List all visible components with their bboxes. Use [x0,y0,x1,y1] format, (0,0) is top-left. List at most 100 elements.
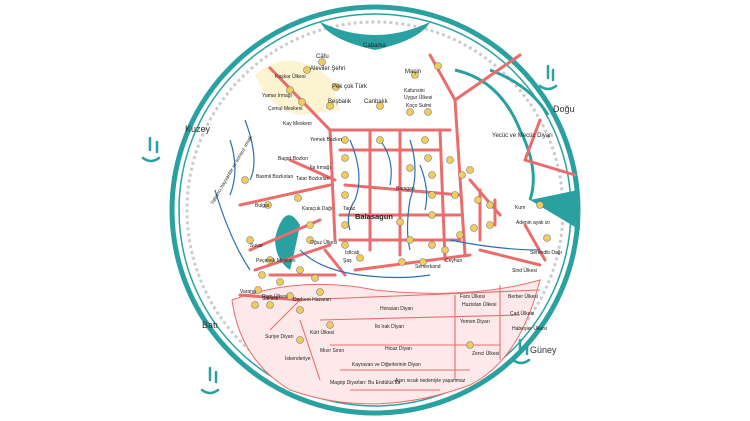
label-misir: Mısır Sınırı [320,348,344,354]
label-yecuc: Yecüc ve Mecüc Diyarı [492,133,553,139]
label-kay: Kay Meskeni [283,121,312,127]
label-kurt: Kürt Ülkesi [310,329,334,336]
direction-east: Doğu [553,104,575,114]
label-bagirt: Bagırt Bozkırı [278,156,308,162]
label-yemen: Yemen Diyarı [460,319,490,325]
city [341,191,349,199]
city [543,234,551,242]
city [258,271,266,279]
city [451,191,459,199]
center-label: Balasagun [355,212,393,221]
label-isficab: İsficab [345,249,360,256]
city [421,136,429,144]
city [296,336,304,344]
city [424,154,432,162]
label-magrip: Magrip Diyarları: Bu Endülüs'tür [330,380,401,386]
label-comul: Çomul Meskeni [268,106,302,112]
city [251,301,259,309]
city [470,224,478,232]
label-pek-cok-turk: Pek çok Türk [332,84,368,90]
city [326,102,334,110]
label-kocosulmi: Koço Sulmi [406,103,431,109]
city [376,136,384,144]
city [298,98,306,106]
cities [241,58,551,349]
label-huzistan: Huzistan Ülkesi [462,301,496,308]
label-oguz-ulkesi: Oğuz Ülkesi [310,239,337,246]
south-sea [231,279,541,405]
label-kayravan: Kayravan ve Diğerlerinin Diyarı [352,362,421,368]
east-sea [530,190,580,230]
label-taraz: Taraz [343,206,356,212]
label-aleviler: Aleviler Şehri [310,66,345,72]
city [398,258,406,266]
city [428,191,436,199]
north-sea [320,22,430,50]
label-sas: Şaş [343,258,352,264]
label-karakum: Karaçuk Dağı [302,206,332,212]
city [466,166,474,174]
label-kafunsini: Kafunsini [404,88,425,94]
city [428,171,436,179]
city [376,102,384,110]
direction-north: Kuzey [185,124,211,134]
label-yamar: Yamar Irmağı [262,93,292,99]
city [446,156,454,164]
city [456,231,464,239]
label-canbalik: Canbalık [364,99,389,105]
city [254,286,262,294]
city [264,201,272,209]
label-tatar: Tatar Bozkırları [296,176,330,182]
city [276,278,284,286]
label-pecenek: Peçenek Meskeni [256,258,295,264]
city [286,292,294,300]
city [341,171,349,179]
city [396,218,404,226]
label-barsgan: Barsgan [396,186,415,192]
city [316,288,324,296]
label-sakalib: Sakalib [262,296,279,302]
label-cabarka: Cabarka [363,43,386,49]
city [326,321,334,329]
label-derbent: Derbent Hazaran [293,297,331,303]
west-sea-curve [454,68,535,201]
city [428,211,436,219]
label-fars: Fars Ülkesi [460,293,485,300]
label-berber: Berber Ülkesi [508,293,538,300]
label-basmil: Basmil Bozkırları [256,174,294,180]
city [303,66,311,74]
label-varang: Varang [240,289,256,295]
city [296,306,304,314]
label-cafu: Câfu [316,54,329,60]
city [311,274,319,282]
city [294,194,302,202]
rivers [214,119,541,279]
road-network [238,53,577,302]
label-sind: Sind Ülkesi [512,267,537,274]
direction-south: Güney [530,345,557,355]
city [266,256,274,264]
city [286,86,294,94]
city [266,301,274,309]
label-kum: Kum [515,205,525,211]
label-anadolu: Adenin ayak izi [516,220,550,226]
label-rum: Rum Ülkesi [262,293,288,300]
label-horasan: Horasan Diyarı [380,306,413,312]
city [424,108,432,116]
label-zenci: Zenci Ülkesi [472,350,499,357]
city [419,258,427,266]
city [406,164,414,172]
city [474,196,482,204]
west-sea [275,215,300,270]
city [306,236,314,244]
label-macin: Maçin [405,69,421,75]
city [466,341,474,349]
label-uygur: Uygur Ülkesi [404,94,432,101]
label-cad: Çad Ülkesi [510,310,534,317]
direction-west: Batı [202,320,218,330]
city [406,236,414,244]
city [341,221,349,229]
city [318,58,326,66]
city [356,254,364,262]
city [406,108,414,116]
